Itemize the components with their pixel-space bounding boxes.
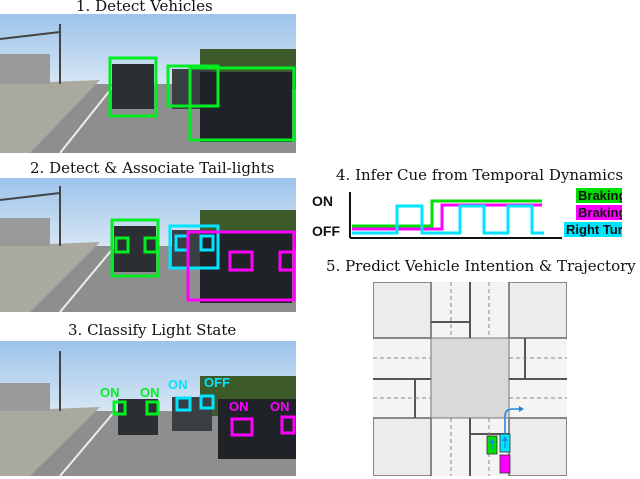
tail-light-box-left-l (114, 236, 130, 254)
vehicle-magenta (499, 454, 511, 474)
legend-swatch-braking-green (576, 188, 622, 203)
signal-arm (0, 31, 61, 40)
step5-title: 5. Predict Vehicle Intention & Trajector… (326, 257, 636, 275)
temporal-signal-plot: ON OFF Braking Braking Right Turn (312, 188, 622, 239)
vehicle-left (114, 226, 156, 272)
tail-light-box-right-l (228, 250, 254, 272)
building (0, 218, 50, 246)
state-label-middle-r: OFF (204, 375, 230, 390)
state-label-right-r: ON (270, 399, 290, 414)
predicted-trajectory (504, 408, 519, 434)
signal-arm (0, 192, 61, 201)
panel-detect-vehicles (0, 14, 296, 153)
legend-swatch-braking-magenta (576, 205, 622, 220)
legend-braking-magenta: Braking (578, 205, 622, 220)
state-label-right-l: ON (229, 399, 249, 414)
state-label-middle-l: ON (168, 377, 188, 392)
sidewalk (0, 242, 100, 312)
tail-light-box-right-r (278, 250, 296, 272)
cyan-vehicle-arrowhead (502, 436, 508, 441)
step1-title: 1. Detect Vehicles (76, 0, 213, 15)
state-label-left-r: ON (140, 385, 160, 400)
green-vehicle-arrowhead (489, 438, 495, 443)
intersection-diagram (373, 282, 567, 476)
signal-right-turn (352, 204, 544, 235)
light-box-left-l (112, 400, 127, 416)
light-box-middle-l (175, 396, 192, 412)
light-box-right-l (230, 417, 254, 437)
vehicle-middle (172, 397, 212, 431)
panel-tail-lights (0, 178, 296, 312)
signal-braking-green (352, 199, 542, 228)
step3-title: 3. Classify Light State (68, 321, 237, 339)
step4-title: 4. Infer Cue from Temporal Dynamics (336, 166, 624, 184)
lane-line (59, 245, 116, 312)
building (0, 54, 50, 84)
lane-line (59, 410, 116, 476)
light-box-right-r (280, 415, 296, 435)
step2-title: 2. Detect & Associate Tail-lights (30, 159, 275, 177)
vehicle-box-middle (168, 224, 220, 270)
vehicle-left (112, 64, 154, 109)
junction-box (430, 337, 510, 419)
lane-line (59, 83, 116, 153)
on-label: ON (312, 193, 333, 209)
panel-light-state: ON ON ON OFF ON ON (0, 341, 296, 476)
light-box-left-r (145, 400, 160, 416)
legend-right-turn: Right Turn (566, 222, 622, 237)
off-label: OFF (312, 223, 340, 239)
tail-light-box-middle-r (199, 234, 215, 252)
legend-swatch-right-turn (564, 222, 622, 237)
sidewalk (0, 407, 100, 476)
vehicle-box-right (188, 66, 296, 142)
state-label-left-l: ON (100, 385, 120, 400)
vehicle-box-left (108, 56, 158, 118)
building (0, 383, 50, 411)
light-box-middle-r (199, 394, 215, 410)
vehicle-box-middle (166, 64, 220, 108)
trajectory-arrowhead (519, 406, 524, 412)
sidewalk (0, 80, 100, 153)
tail-light-box-left-r (143, 236, 159, 254)
legend-braking-green: Braking (578, 188, 622, 203)
